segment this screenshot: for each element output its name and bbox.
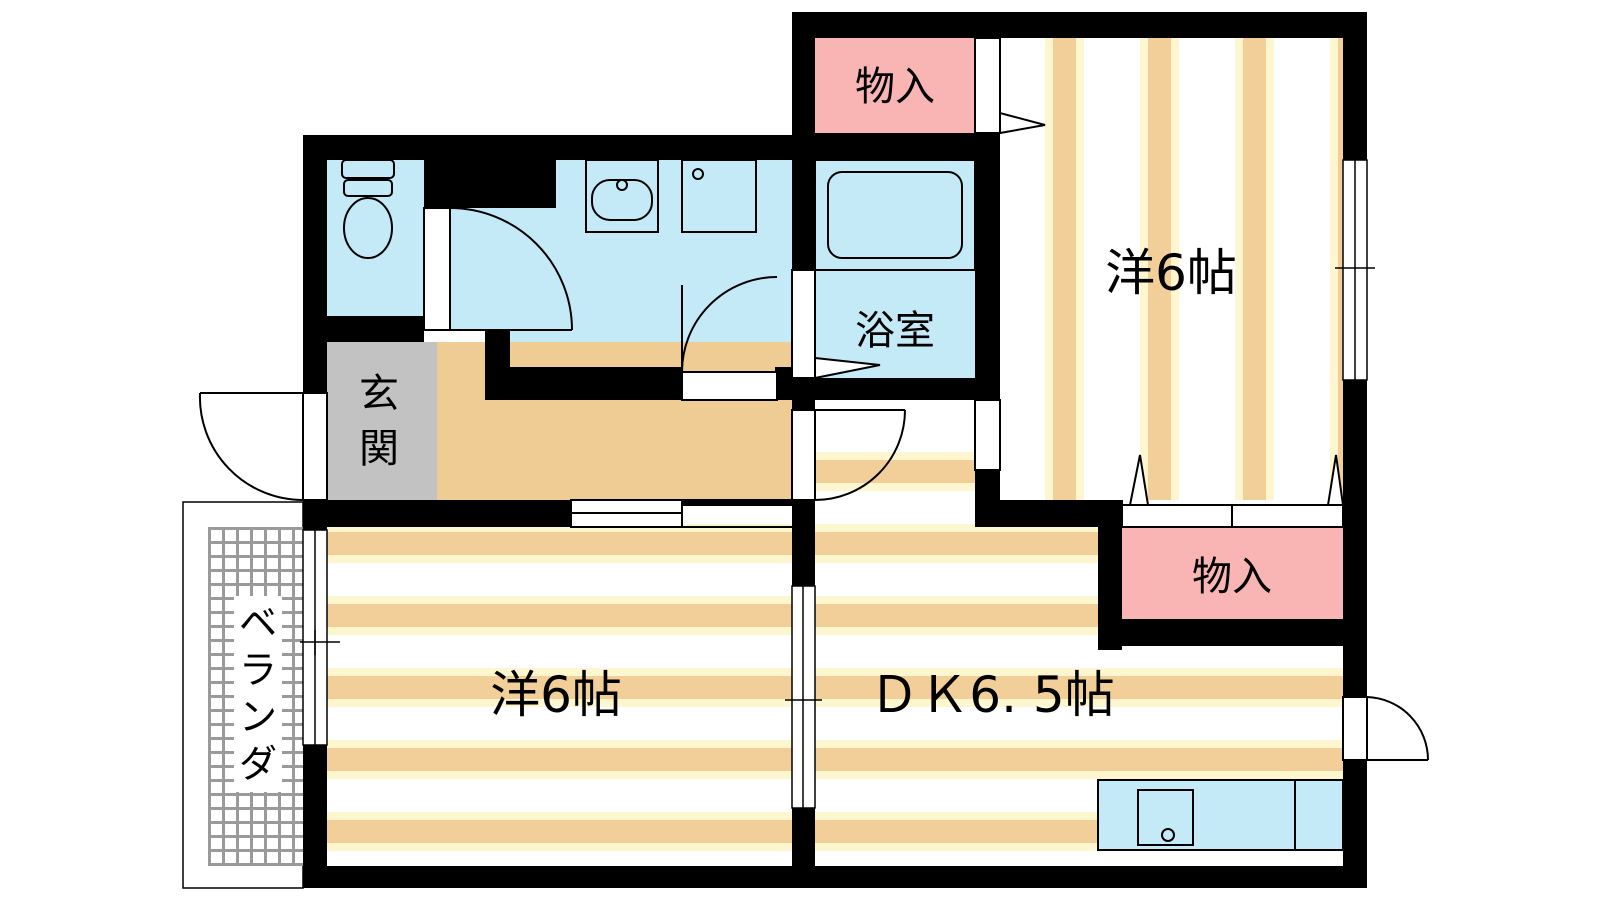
veranda-label-3: ン bbox=[239, 695, 277, 739]
toilet-tank bbox=[341, 159, 395, 179]
bathtub bbox=[814, 159, 976, 271]
veranda-label-bg bbox=[234, 596, 282, 792]
doors bbox=[198, 37, 1429, 761]
basin-drain bbox=[616, 179, 628, 191]
walls bbox=[303, 12, 1367, 888]
stove-outline bbox=[1137, 789, 1194, 846]
entrance-label-2: 関 bbox=[359, 426, 399, 472]
closet-right-floor bbox=[1122, 527, 1343, 619]
bathtub-inner bbox=[827, 171, 963, 259]
wash-basin bbox=[585, 159, 659, 233]
veranda-label-2: ラ bbox=[239, 648, 277, 692]
kitchen-counter bbox=[1097, 779, 1344, 851]
sink-drain bbox=[1161, 828, 1175, 842]
toilet-bowl bbox=[343, 197, 393, 259]
veranda-label-1: ベ bbox=[239, 601, 277, 645]
closet-top-label: 物入 bbox=[855, 64, 935, 110]
east-bedroom-label: 洋6帖 bbox=[1105, 244, 1237, 302]
windows bbox=[300, 159, 1375, 809]
west-bedroom-floor bbox=[320, 514, 792, 866]
west-bedroom-label: 洋6帖 bbox=[490, 666, 622, 724]
washer-drain bbox=[692, 168, 704, 180]
washing-machine-space bbox=[681, 159, 757, 233]
bathroom-label: 浴室 bbox=[855, 308, 935, 354]
east-bedroom-floor bbox=[1000, 38, 1343, 500]
entrance-label-1: 玄 bbox=[359, 371, 399, 417]
toilet-seat-back bbox=[343, 179, 393, 197]
toilet-floor bbox=[327, 160, 424, 316]
veranda-label-4: ダ bbox=[239, 742, 277, 786]
dining-kitchen-label: ＤＫ6. 5帖 bbox=[869, 666, 1114, 724]
entrance-floor bbox=[327, 342, 437, 500]
closet-top-floor bbox=[815, 38, 975, 133]
closet-right-label: 物入 bbox=[1192, 554, 1272, 600]
